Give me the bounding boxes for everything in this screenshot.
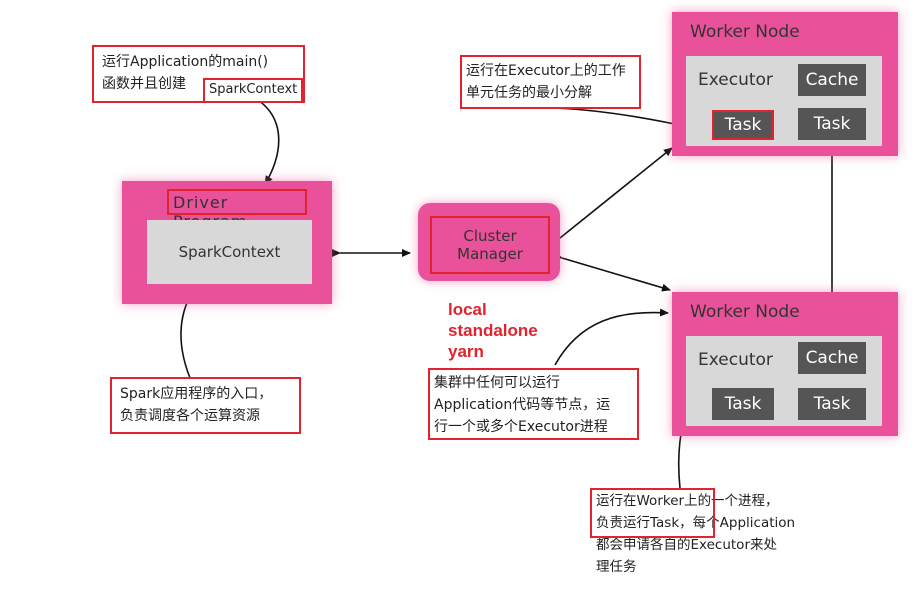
worker-node-top-title: Worker Node bbox=[690, 22, 800, 42]
executor-bottom-box: Executor Cache Task Task bbox=[686, 336, 882, 426]
note-executor-line1-rest: 的一个进程， bbox=[697, 493, 779, 509]
cluster-mode-yarn: yarn bbox=[448, 342, 484, 361]
cache-bottom: Cache bbox=[798, 342, 866, 374]
executor-bottom-label: Executor bbox=[698, 350, 773, 370]
cluster-manager-line2: Manager bbox=[457, 245, 523, 263]
note-executor-line1-highlight: 运行在Worker上 bbox=[596, 493, 698, 509]
note-task: 运行在Executor上的工作 单元任务的最小分解 bbox=[460, 55, 641, 109]
note-executor-line2-highlight: 负责运行Task， bbox=[596, 515, 693, 531]
note-driver-main-line2-prefix: 函数并且创建 bbox=[102, 76, 186, 92]
worker-node-bottom: Worker Node Executor Cache Task Task bbox=[672, 292, 898, 436]
arrow-cluster-note bbox=[554, 308, 669, 366]
note-driver-entry-line1: Spark应用程序的入口， bbox=[120, 386, 273, 402]
note-executor-line1: 运行在Worker上的一个进程， bbox=[596, 490, 824, 512]
task-bottom-2: Task bbox=[798, 388, 866, 420]
cache-top: Cache bbox=[798, 64, 866, 96]
spark-context-label: SparkContext bbox=[178, 243, 281, 261]
task-bottom-1: Task bbox=[712, 388, 774, 420]
cluster-manager-line1: Cluster bbox=[463, 227, 517, 245]
note-task-line1: 运行在Executor上的工作 bbox=[466, 63, 626, 79]
note-driver-main-highlight: SparkContext bbox=[203, 78, 303, 103]
note-driver-main-line1: 运行Application的main() bbox=[102, 54, 269, 70]
note-executor: 运行在Worker上的一个进程， 负责运行Task，每个Application … bbox=[590, 488, 830, 580]
note-executor-line4: 理任务 bbox=[596, 559, 637, 575]
note-executor-line2: 负责运行Task，每个Application bbox=[596, 512, 824, 534]
task-top-2: Task bbox=[798, 108, 866, 140]
note-worker-node-line1: 集群中任何可以运行 bbox=[434, 375, 560, 391]
note-driver-entry: Spark应用程序的入口， 负责调度各个运算资源 bbox=[110, 377, 301, 434]
spark-context-box: SparkContext bbox=[147, 220, 312, 284]
note-driver-main-line2: 函数并且创建 bbox=[102, 73, 295, 95]
note-worker-node-line2: Application代码等节点，运 bbox=[434, 397, 611, 413]
note-executor-line3: 都会申请各自的Executor来处 bbox=[596, 537, 777, 553]
cluster-modes: local standalone yarn bbox=[448, 299, 538, 362]
driver-program-title: Driver Program bbox=[167, 189, 307, 231]
worker-node-bottom-title: Worker Node bbox=[690, 302, 800, 322]
task-top-1: Task bbox=[712, 110, 774, 140]
arrow-driver-note-top bbox=[254, 97, 280, 185]
worker-node-top: Worker Node Executor Cache Task Task bbox=[672, 12, 898, 156]
note-task-line2: 单元任务的最小分解 bbox=[466, 85, 592, 101]
note-worker-node-line3: 行一个或多个Executor进程 bbox=[434, 419, 608, 435]
arrow-cluster-worker-top bbox=[551, 147, 673, 247]
cluster-manager-box: Cluster Manager bbox=[418, 203, 560, 281]
cluster-manager-label-box: Cluster Manager bbox=[430, 216, 550, 274]
executor-top-label: Executor bbox=[698, 70, 773, 90]
executor-top-box: Executor Cache Task Task bbox=[686, 56, 882, 146]
driver-program-box: Driver Program SparkContext bbox=[122, 181, 332, 304]
note-executor-line2-rest: 每个Application bbox=[692, 515, 796, 531]
note-driver-entry-line2: 负责调度各个运算资源 bbox=[120, 408, 260, 424]
arrow-cluster-worker-bottom bbox=[553, 251, 671, 292]
cluster-mode-local: local bbox=[448, 300, 487, 319]
note-worker-node: 集群中任何可以运行 Application代码等节点，运 行一个或多个Execu… bbox=[428, 368, 639, 440]
note-executor-highlight-box bbox=[590, 488, 715, 538]
cluster-mode-standalone: standalone bbox=[448, 321, 538, 340]
